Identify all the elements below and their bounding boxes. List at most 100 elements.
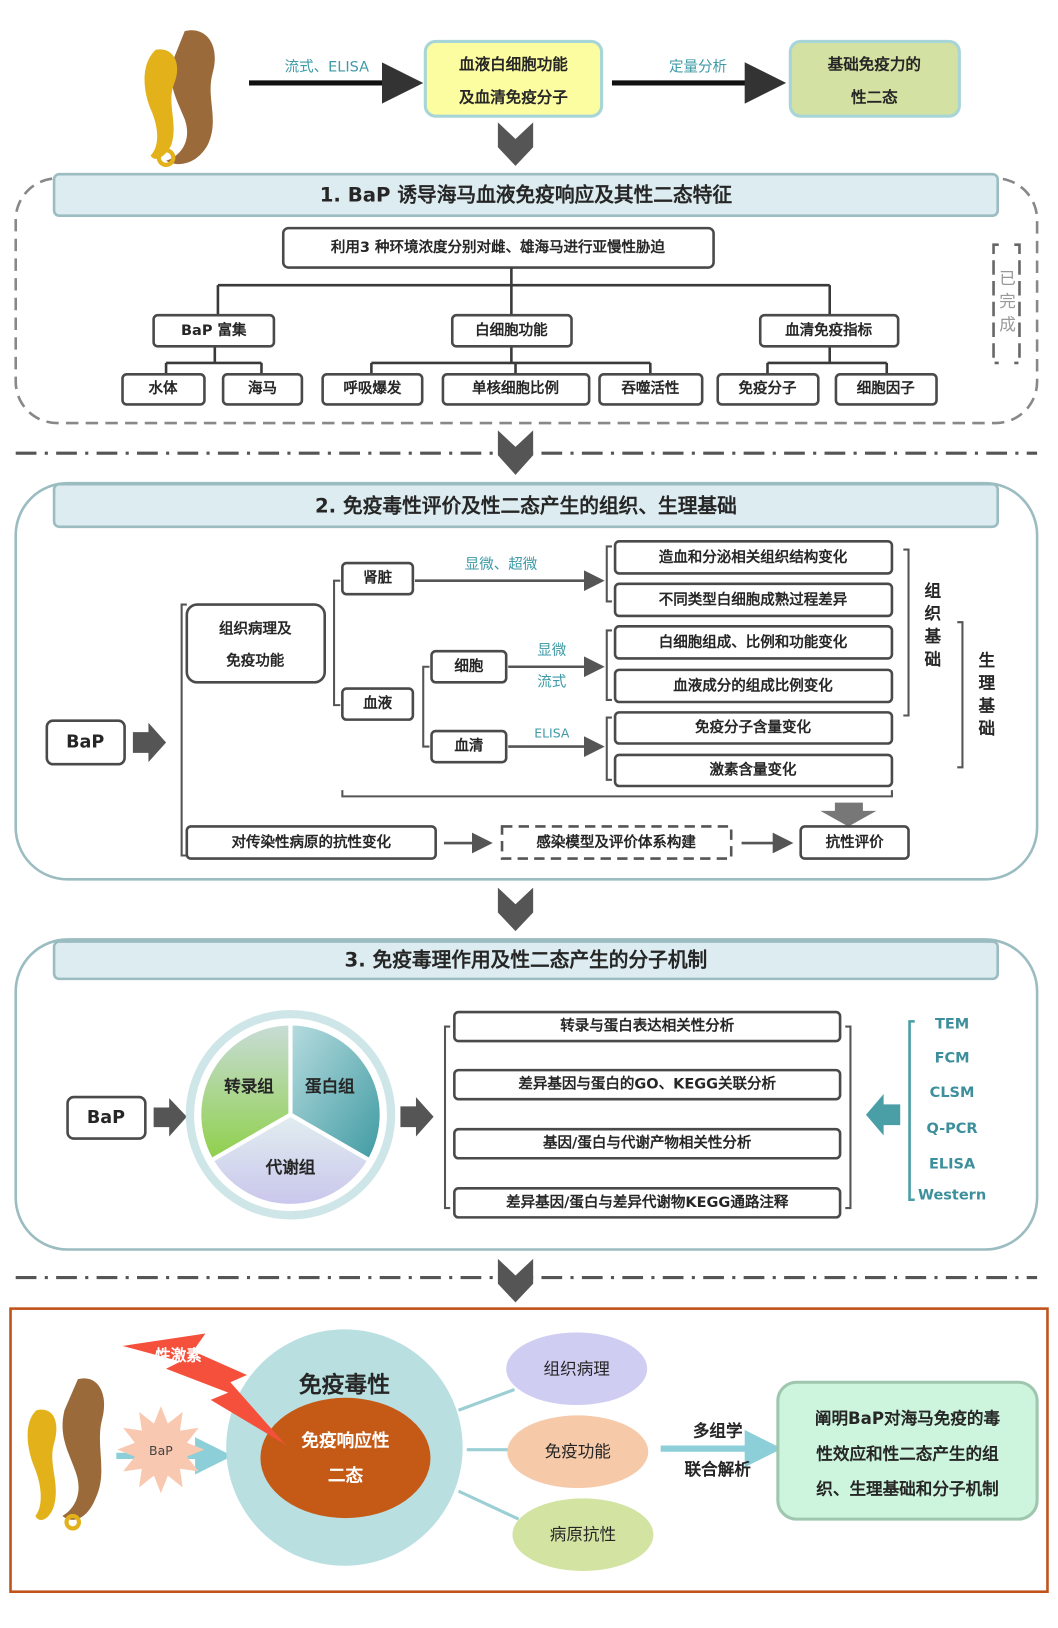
technique-label: Western xyxy=(918,1188,986,1204)
serum-method-label: ELISA xyxy=(534,726,570,741)
analysis-box xyxy=(453,1068,842,1101)
done-label: 已完成 xyxy=(996,270,1015,338)
leaf-water-label: 水体 xyxy=(148,379,177,397)
group-leukocyte-function-label: 白细胞功能 xyxy=(475,321,548,339)
bracket-organs xyxy=(333,579,341,707)
immune-response-core xyxy=(260,1397,431,1519)
result-label: 不同类型白细胞成熟过程差异 xyxy=(659,590,848,608)
bracket-tissue-basis xyxy=(903,548,910,717)
bracket-results-1 xyxy=(605,545,612,603)
technique-label: CLSM xyxy=(930,1085,975,1101)
response-line1: 免疫响应性 xyxy=(301,1430,389,1451)
s4-bap-label: BaP xyxy=(149,1443,173,1458)
s3-bap-label: BaP xyxy=(87,1108,125,1128)
leaf-respiratory-burst-label: 呼吸爆发 xyxy=(343,379,401,397)
results-list: 造血和分泌相关组织结构变化 不同类型白细胞成熟过程差异 白细胞组成、比例和功能变… xyxy=(613,539,894,788)
bracket-analyses-left xyxy=(443,1025,451,1210)
joint-analysis-label: 联合解析 xyxy=(685,1459,752,1479)
leaf-cytokines xyxy=(834,373,938,406)
stress-root-label: 利用3 种环境浓度分别对雌、雄海马进行亚慢性胁迫 xyxy=(331,238,666,256)
summary-frame xyxy=(9,1307,1049,1594)
tissue-basis-label: 组织基础 xyxy=(922,580,942,673)
flow-elisa-label: 流式、ELISA xyxy=(285,58,369,75)
section2-title: 2. 免疫毒性评价及性二态产生的组织、生理基础 xyxy=(315,495,737,518)
group-leukocyte-function xyxy=(450,313,573,348)
response-line2: 二态 xyxy=(328,1466,364,1487)
blood-box xyxy=(341,687,415,721)
chevron-down-icon xyxy=(497,122,534,166)
leaf-phagocytosis xyxy=(598,373,704,406)
section3-container xyxy=(14,938,1039,1251)
multi-omics-label: 多组学 xyxy=(693,1420,743,1440)
bracket-bottom xyxy=(341,790,893,798)
cell-label: 细胞 xyxy=(454,657,483,675)
leaf-seahorse xyxy=(221,373,304,406)
analyses-list: 转录与蛋白表达相关性分析 差异基因与蛋白的GO、KEGG关联分析 基因/蛋白与代… xyxy=(453,1010,842,1219)
bap-burst-icon xyxy=(117,1406,205,1494)
bracket-results-3 xyxy=(605,716,612,781)
result-label: 造血和分泌相关组织结构变化 xyxy=(659,548,848,566)
analysis-box xyxy=(453,1187,842,1219)
outcome-pathogen-resistance xyxy=(512,1498,654,1571)
section3-header xyxy=(52,940,999,981)
immune-toxicity-label: 免疫毒性 xyxy=(299,1371,390,1398)
analysis-label: 转录与蛋白表达相关性分析 xyxy=(560,1017,734,1035)
chevron-down-icon xyxy=(497,1258,534,1303)
result-box xyxy=(613,539,894,575)
evaluation-label: 抗性评价 xyxy=(826,833,884,851)
s3-bap-box xyxy=(66,1095,147,1140)
cell-method-flow: 流式 xyxy=(537,673,566,690)
outcome-label: 病原抗性 xyxy=(550,1525,616,1544)
metabolome-label: 代谢组 xyxy=(265,1157,316,1177)
result-box xyxy=(613,668,894,704)
analysis-box xyxy=(453,1127,842,1160)
leaf-immune-molecules xyxy=(716,373,820,406)
outcome-connectors xyxy=(457,1388,520,1521)
bracket-analyses-right xyxy=(845,1025,852,1210)
model-box xyxy=(500,825,733,860)
leaf-water xyxy=(121,373,206,406)
section2-header xyxy=(52,482,999,529)
analysis-label: 差异基因与蛋白的GO、KEGG关联分析 xyxy=(518,1075,776,1093)
result-box xyxy=(613,711,894,745)
bracket-main xyxy=(180,603,187,857)
s2-bap-box xyxy=(45,719,126,766)
evaluation-box xyxy=(799,825,910,860)
leaf-monocyte-ratio-label: 单核细胞比例 xyxy=(472,379,559,397)
omics-cycle-ring xyxy=(185,1009,396,1220)
conclusion-line: 性效应和性二态产生的组 xyxy=(816,1443,999,1463)
result-label: 白细胞组成、比例和功能变化 xyxy=(659,633,848,651)
kidney-box xyxy=(341,561,415,596)
seahorse-image-top xyxy=(144,30,215,167)
arrow-right-icon xyxy=(153,1098,187,1137)
leaf-immune-molecules-label: 免疫分子 xyxy=(738,379,796,397)
leaf-cytokines-label: 细胞因子 xyxy=(857,379,915,397)
analysis-box xyxy=(453,1010,842,1043)
leaf-monocyte-ratio xyxy=(441,373,591,406)
basal-immunity-line1: 基础免疫力的 xyxy=(827,54,921,73)
leaf-seahorse-label: 海马 xyxy=(248,379,277,397)
leaf-phagocytosis-label: 吞噬活性 xyxy=(621,379,679,397)
tree-lines xyxy=(164,267,889,376)
tissue-immune-box xyxy=(185,603,327,684)
tissue-immune-line1: 组织病理及 xyxy=(219,619,292,637)
bracket-techniques xyxy=(908,1020,915,1202)
tissue-immune-line2: 免疫功能 xyxy=(226,652,284,670)
leukocyte-function-line2: 及血清免疫分子 xyxy=(459,87,568,106)
arrow-down-icon xyxy=(820,802,877,827)
stress-root-box xyxy=(281,226,715,269)
cell-method-microscopy: 显微 xyxy=(537,642,566,659)
section3-title: 3. 免疫毒理作用及性二态产生的分子机制 xyxy=(345,949,708,972)
sex-hormone-label: 性激素 xyxy=(155,1345,202,1364)
resistance-label: 对传染性病原的抗性变化 xyxy=(231,833,391,851)
technique-label: Q-PCR xyxy=(927,1121,978,1137)
lightning-icon xyxy=(122,1333,286,1445)
cell-box xyxy=(430,649,508,684)
seahorse-image-bottom xyxy=(27,1378,105,1531)
technique-label: TEM xyxy=(935,1016,969,1032)
section1-title: 1. BaP 诱导海马血液免疫响应及其性二态特征 xyxy=(320,183,733,206)
analysis-label: 差异基因/蛋白与差异代谢物KEGG通路注释 xyxy=(506,1193,789,1211)
outcome-label: 免疫功能 xyxy=(545,1442,611,1461)
outcome-histopathology xyxy=(506,1332,648,1406)
